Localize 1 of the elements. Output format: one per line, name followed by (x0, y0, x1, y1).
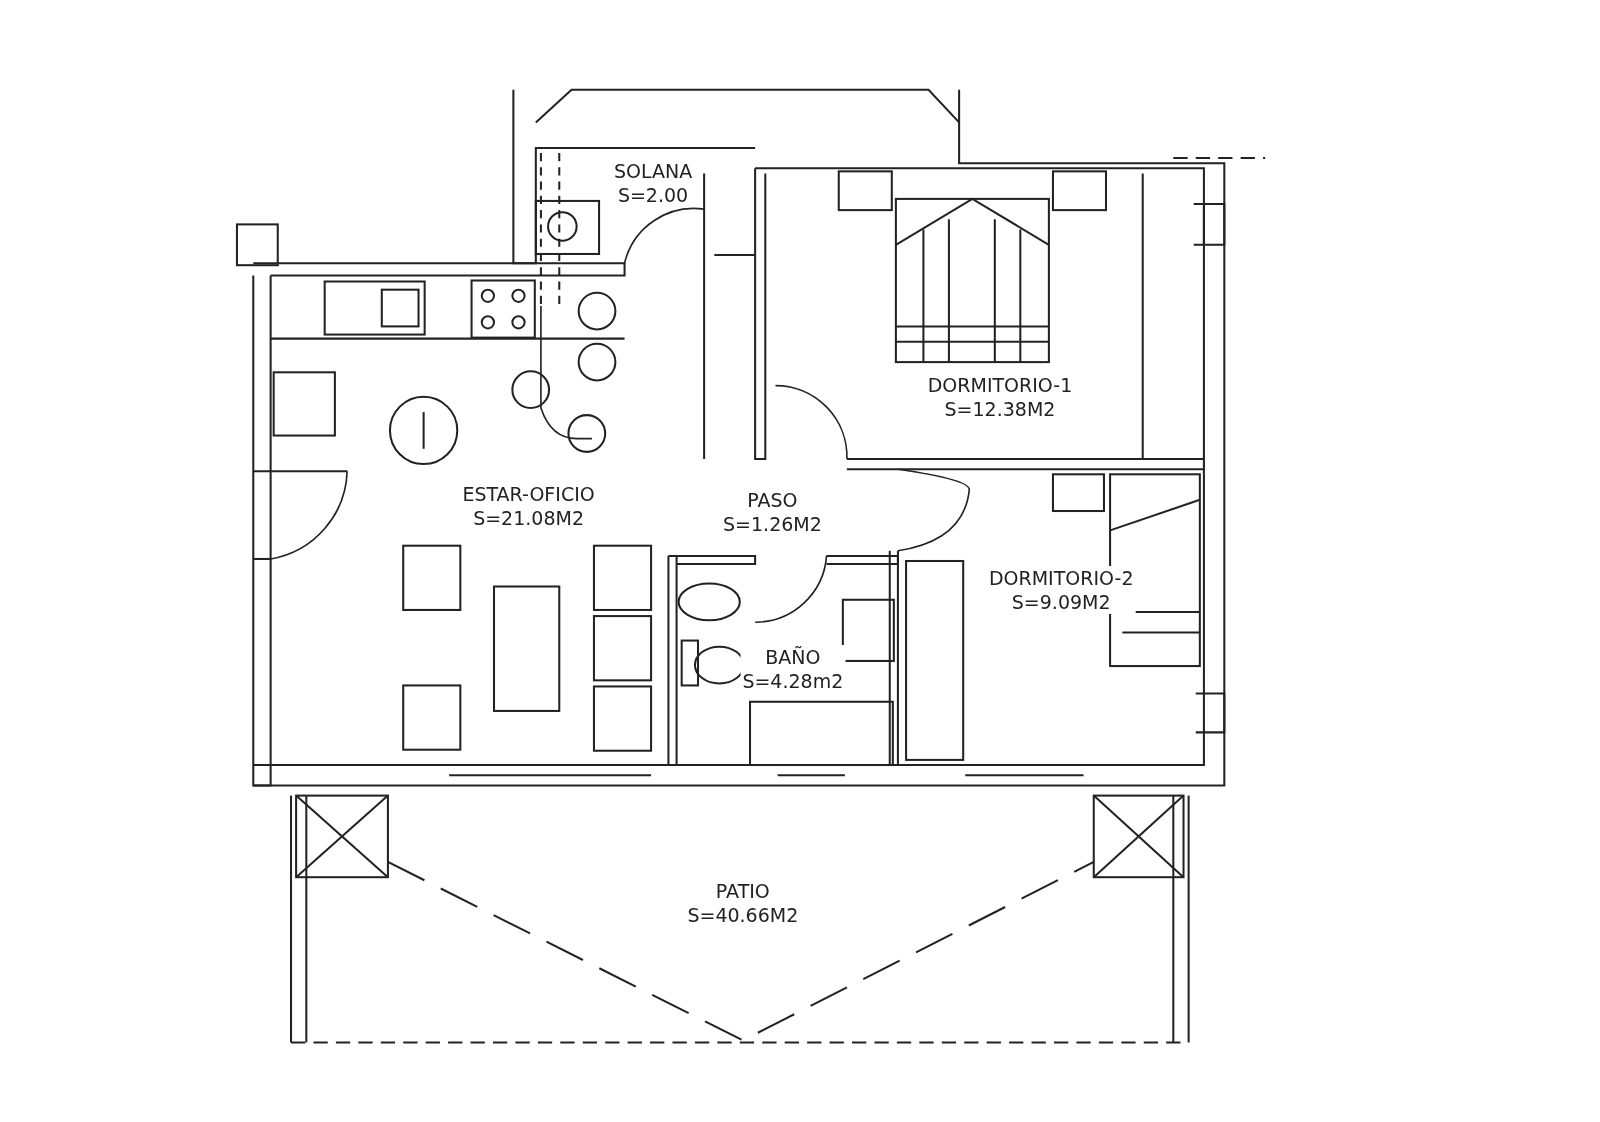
room-name: BAÑO (740, 644, 846, 669)
